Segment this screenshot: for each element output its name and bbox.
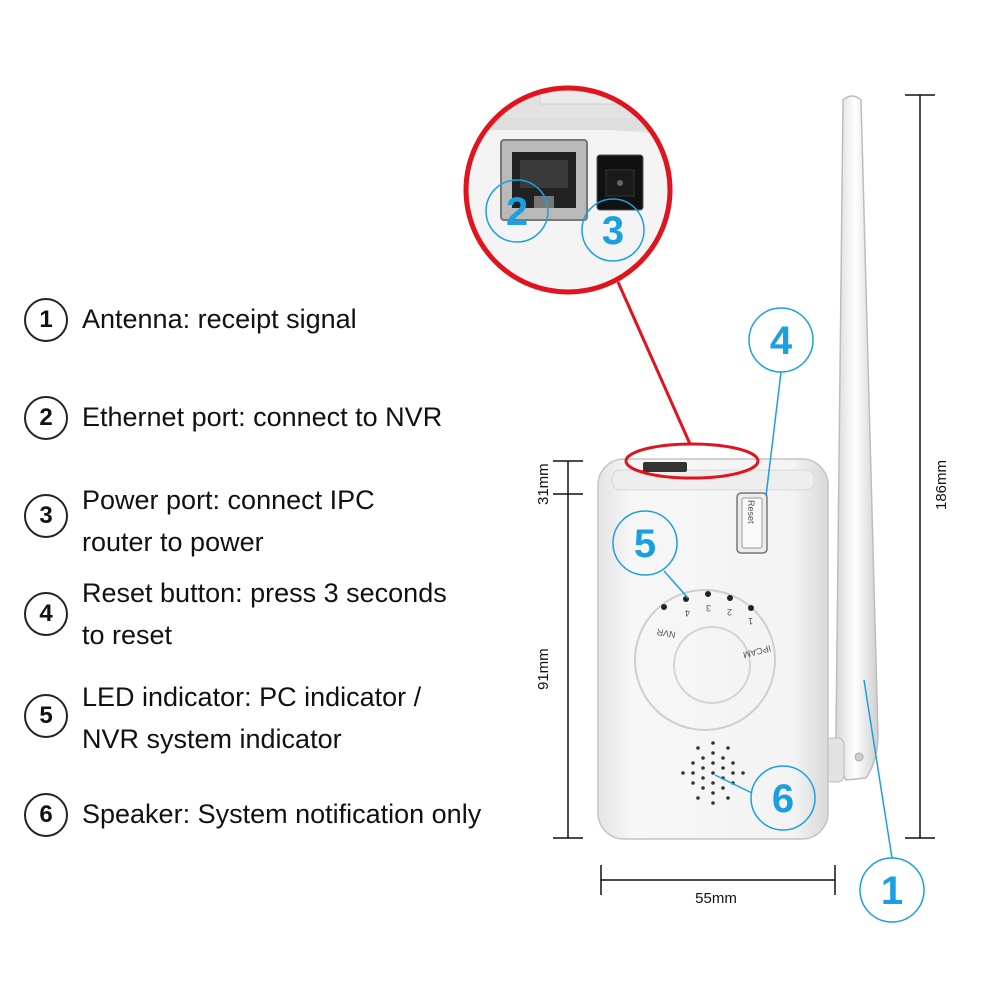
reset-label: Reset bbox=[746, 500, 756, 524]
callout-4: 4 bbox=[748, 307, 814, 497]
callout-5: 5 bbox=[612, 510, 689, 599]
zoom-connector-line bbox=[616, 281, 692, 445]
zoom-detail bbox=[463, 85, 673, 295]
legend-number-6: 6 bbox=[24, 793, 68, 837]
callout-6: 6 bbox=[714, 765, 816, 831]
legend-text-6: Speaker: System notification only bbox=[82, 799, 482, 829]
device-body bbox=[597, 458, 829, 840]
led-dot bbox=[683, 596, 689, 602]
legend-item-4: 4 Reset button: press 3 seconds to reset bbox=[24, 572, 447, 656]
power-port bbox=[596, 154, 644, 211]
legend-text-4: Reset button: press 3 seconds to reset bbox=[82, 578, 447, 650]
reset-button[interactable]: Reset bbox=[736, 492, 768, 554]
callout-number-2: 2 bbox=[506, 190, 528, 234]
led-number-2: 2 bbox=[727, 607, 732, 617]
legend-item-6: 6 Speaker: System notification only bbox=[24, 793, 481, 837]
legend-text-5: LED indicator: PC indicator / NVR system… bbox=[82, 682, 422, 754]
legend-text-3: Power port: connect IPC router to power bbox=[82, 485, 375, 557]
callout-number-6: 6 bbox=[772, 777, 794, 821]
legend-text-2: Ethernet port: connect to NVR bbox=[82, 402, 443, 432]
led-number-4: 4 bbox=[685, 608, 690, 618]
legend-number-4: 4 bbox=[24, 592, 68, 636]
callout-3: 3 bbox=[581, 198, 645, 262]
legend-item-2: 2 Ethernet port: connect to NVR bbox=[24, 396, 442, 440]
nvr-label: NVR bbox=[655, 627, 676, 640]
led-dot bbox=[661, 604, 667, 610]
callout-2: 2 bbox=[485, 179, 549, 243]
callout-number-3: 3 bbox=[602, 209, 624, 253]
total-height-label: 186mm bbox=[933, 460, 950, 510]
led-dot bbox=[727, 595, 733, 601]
ethernet-port bbox=[500, 139, 588, 221]
legend-item-3: 3 Power port: connect IPC router to powe… bbox=[24, 479, 375, 563]
led-dot bbox=[705, 591, 711, 597]
legend-number-2: 2 bbox=[24, 396, 68, 440]
legend-item-5: 5 LED indicator: PC indicator / NVR syst… bbox=[24, 676, 421, 760]
width-label: 55mm bbox=[695, 890, 737, 907]
legend-number-1: 1 bbox=[24, 298, 68, 342]
port-highlight-ellipse bbox=[624, 442, 760, 480]
led-number-3: 3 bbox=[706, 603, 711, 613]
callout-number-4: 4 bbox=[770, 319, 793, 363]
legend-item-1: 1 Antenna: receipt signal bbox=[24, 298, 357, 342]
led-dot bbox=[748, 605, 754, 611]
body-height-label: 91mm bbox=[535, 648, 552, 690]
led-number-1: 1 bbox=[748, 616, 753, 626]
top-height-label: 31mm bbox=[535, 463, 552, 505]
legend-text-1: Antenna: receipt signal bbox=[82, 304, 357, 334]
callout-1: 1 bbox=[859, 679, 925, 923]
dimension-top-height bbox=[553, 460, 583, 839]
dimension-total-height bbox=[905, 94, 935, 839]
legend-number-5: 5 bbox=[24, 694, 68, 738]
antenna bbox=[825, 95, 879, 783]
dimension-width bbox=[600, 865, 836, 895]
callout-number-5: 5 bbox=[634, 522, 656, 566]
callout-number-1: 1 bbox=[881, 869, 903, 913]
legend-number-3: 3 bbox=[24, 494, 68, 538]
